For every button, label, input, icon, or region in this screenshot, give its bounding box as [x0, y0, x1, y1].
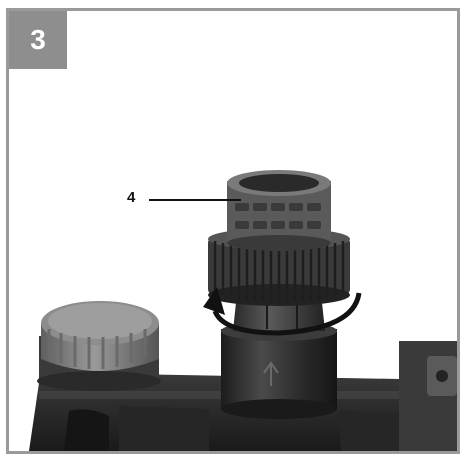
hose-coupling [208, 170, 350, 419]
callout-line-4 [149, 199, 241, 201]
grey-cap [37, 301, 161, 391]
device-photo [29, 170, 457, 451]
counterclockwise-arrow-icon [203, 287, 362, 336]
step-number-badge: 3 [9, 11, 67, 69]
figure-3-frame: 3 [6, 8, 460, 454]
callout-label-4: 4 [127, 189, 136, 206]
